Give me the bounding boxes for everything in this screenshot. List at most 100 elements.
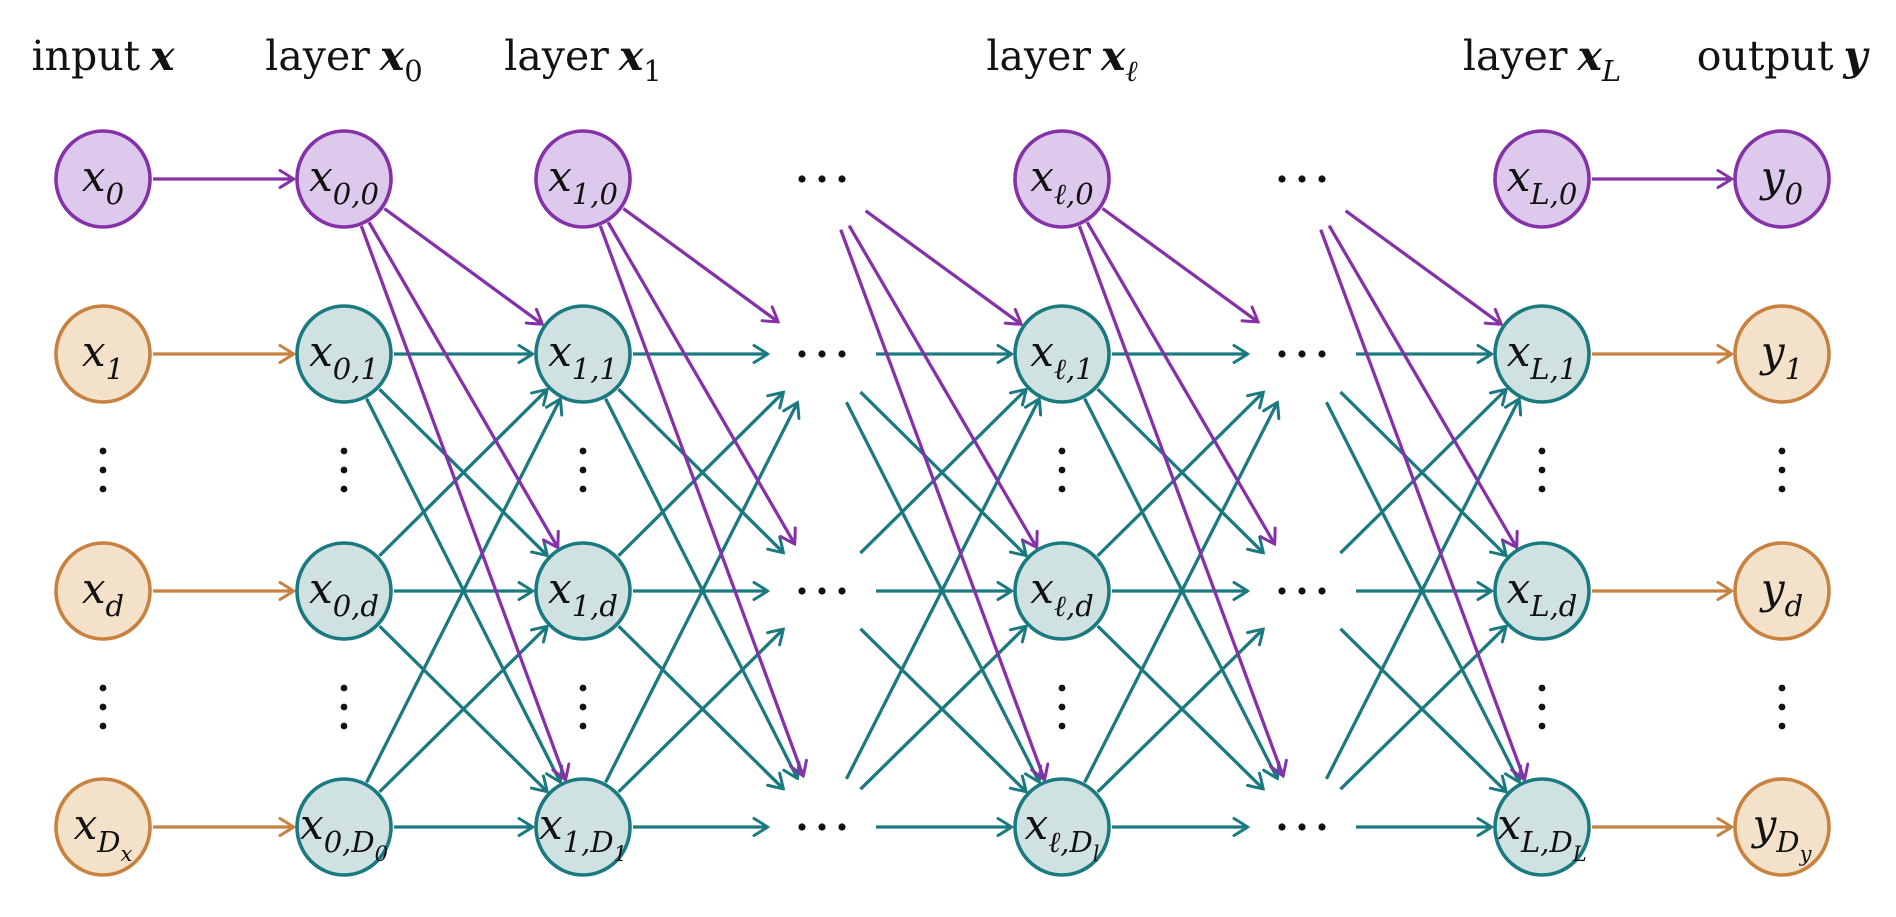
node-layer-row1: xL,1 bbox=[1493, 304, 1591, 404]
connection-arrow bbox=[1083, 400, 1281, 784]
connection-arrow bbox=[839, 229, 1050, 783]
node-circle bbox=[1493, 777, 1591, 877]
node-circle bbox=[1733, 129, 1831, 229]
connection-arrow bbox=[1096, 627, 1265, 794]
node-layer-row2: xL,d bbox=[1493, 541, 1591, 641]
vdots bbox=[99, 684, 107, 730]
node-output-row3: yDy bbox=[1733, 777, 1831, 877]
connection-arrow bbox=[383, 207, 545, 326]
node-circle bbox=[295, 304, 393, 404]
node-input-row1: x1 bbox=[54, 304, 152, 404]
node-layer-row1: x0,1 bbox=[295, 304, 393, 404]
node-label: yd bbox=[1759, 564, 1803, 623]
node-label: xL,1 bbox=[1507, 327, 1578, 386]
connection-arrow bbox=[1339, 627, 1508, 794]
node-layer-row0: xL,0 bbox=[1493, 129, 1591, 229]
connection-arrow bbox=[359, 225, 571, 783]
connection-arrow bbox=[1096, 390, 1266, 558]
connection-arrow bbox=[1344, 209, 1504, 326]
node-label: x1 bbox=[82, 327, 124, 386]
vdots bbox=[1778, 447, 1786, 493]
connection-arrow bbox=[617, 624, 786, 791]
node-circle bbox=[54, 777, 152, 877]
node-circle bbox=[295, 777, 393, 877]
orange-edges-layer bbox=[153, 344, 1735, 837]
node-layer-row3: x0,D0 bbox=[295, 777, 393, 877]
node-label: xℓ,0 bbox=[1030, 152, 1093, 211]
cdots bbox=[798, 587, 846, 595]
node-output-row0: y0 bbox=[1733, 129, 1831, 229]
node-layer-row0: xℓ,0 bbox=[1013, 129, 1111, 229]
connection-arrow bbox=[1096, 624, 1265, 791]
node-input-row2: xd bbox=[54, 541, 152, 641]
cdots bbox=[1278, 587, 1326, 595]
node-circle bbox=[1013, 304, 1111, 404]
node-circle bbox=[1013, 541, 1111, 641]
cdots bbox=[1278, 823, 1326, 831]
node-layer-row3: xℓ,Dl bbox=[1013, 777, 1111, 877]
cdots bbox=[798, 350, 846, 358]
node-layer-row3: xL,DL bbox=[1493, 777, 1591, 877]
connection-arrow bbox=[617, 627, 786, 794]
node-label: x0 bbox=[82, 152, 124, 211]
connection-arrow bbox=[617, 388, 786, 555]
node-label: y1 bbox=[1759, 327, 1803, 386]
node-circle bbox=[1493, 304, 1591, 404]
node-circle bbox=[295, 541, 393, 641]
cdots bbox=[798, 823, 846, 831]
node-label: xℓ,Dl bbox=[1025, 800, 1100, 866]
node-layer-row2: xℓ,d bbox=[1013, 541, 1111, 641]
node-label: xℓ,d bbox=[1030, 564, 1094, 623]
node-label: xd bbox=[82, 564, 124, 623]
node-label: xL,DL bbox=[1497, 800, 1586, 866]
connection-arrow bbox=[378, 387, 549, 557]
vdots bbox=[579, 684, 587, 730]
node-circle bbox=[534, 541, 632, 641]
vdots bbox=[1538, 447, 1546, 493]
node-circle bbox=[1493, 541, 1591, 641]
node-layer-row0: x0,0 bbox=[295, 129, 393, 229]
node-layer-row3: x1,D1 bbox=[534, 777, 632, 877]
node-layer-row1: x1,1 bbox=[534, 304, 632, 404]
connection-arrow bbox=[859, 627, 1028, 794]
node-output-row2: yd bbox=[1733, 541, 1831, 641]
connection-arrow bbox=[844, 396, 1043, 780]
node-circle bbox=[1493, 129, 1591, 229]
connection-arrow bbox=[847, 224, 1039, 550]
connection-arrow bbox=[1077, 225, 1288, 779]
cdots bbox=[798, 175, 846, 183]
teal-edges-layer bbox=[365, 344, 1523, 837]
connection-arrow bbox=[606, 221, 797, 547]
node-layer-row1: xℓ,1 bbox=[1013, 304, 1111, 404]
node-label: xL,d bbox=[1507, 564, 1578, 623]
connection-arrow bbox=[604, 400, 801, 784]
node-input-row3: xDx bbox=[54, 777, 152, 877]
node-circle bbox=[1733, 777, 1831, 877]
vdots bbox=[1058, 447, 1066, 493]
vdots bbox=[340, 684, 348, 730]
node-label: xL,0 bbox=[1507, 152, 1578, 211]
connection-arrow bbox=[1324, 396, 1523, 780]
connection-arrow bbox=[1101, 207, 1261, 324]
node-layer-row0: x1,0 bbox=[534, 129, 632, 229]
node-layer-row2: x0,d bbox=[295, 541, 393, 641]
node-label: x1,1 bbox=[548, 327, 618, 386]
vdots-layer bbox=[99, 175, 1786, 831]
node-label: x0,0 bbox=[309, 152, 379, 211]
connection-arrow bbox=[367, 221, 560, 550]
node-circle bbox=[534, 304, 632, 404]
node-circle bbox=[534, 129, 632, 229]
node-label: x1,0 bbox=[548, 152, 618, 211]
connection-arrow bbox=[617, 390, 786, 557]
node-circle bbox=[1733, 304, 1831, 404]
node-circle bbox=[1013, 777, 1111, 877]
node-circle bbox=[534, 777, 632, 877]
vdots bbox=[579, 447, 587, 493]
cdots bbox=[1278, 175, 1326, 183]
connection-arrow bbox=[1096, 387, 1266, 555]
node-label: x0,1 bbox=[309, 327, 379, 386]
